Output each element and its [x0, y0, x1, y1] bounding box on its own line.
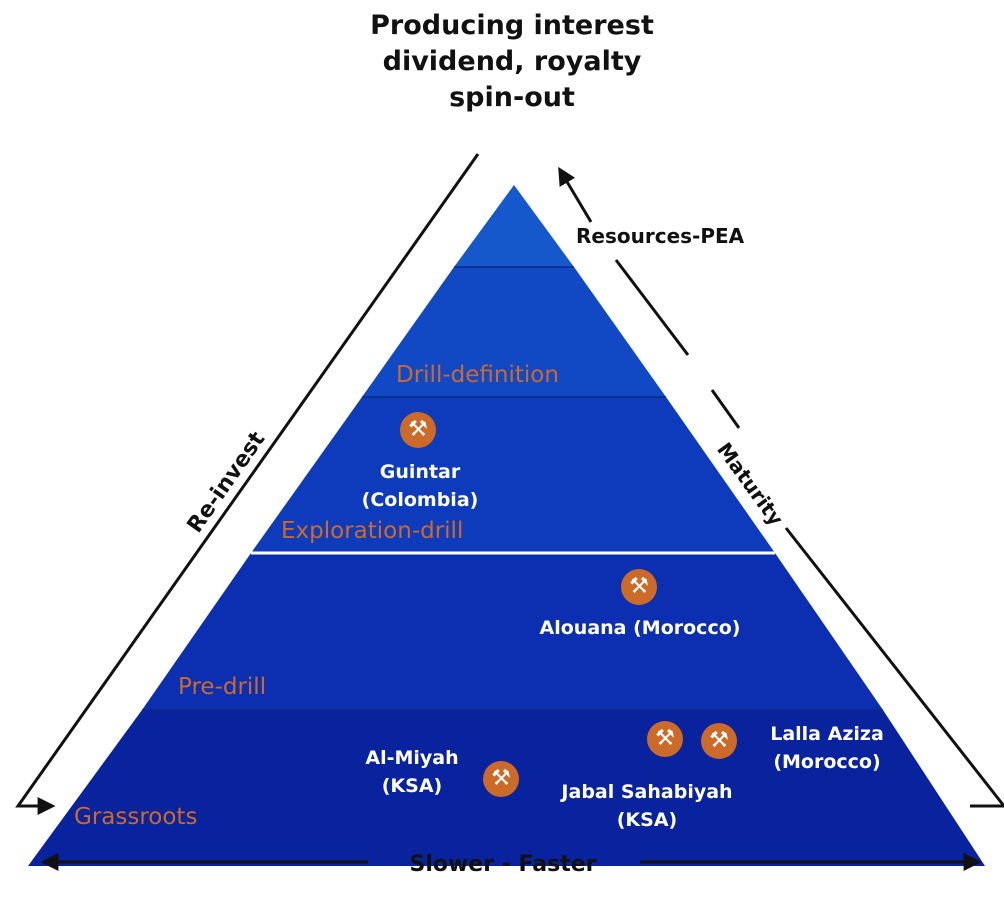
project-name: Guintar — [379, 461, 461, 483]
project-country: (Morocco) — [773, 751, 881, 773]
maturity-line-segment — [710, 389, 741, 429]
stage-label-drill-definition: Drill-definition — [396, 362, 559, 388]
slower-faster-label: Slower - Faster — [409, 852, 597, 877]
project-jabal-sahabiyah: Jabal Sahabiyah (KSA) — [532, 778, 762, 834]
title-line-3: spin-out — [449, 82, 575, 113]
mining-pick-hammer-icon: ⚒ — [400, 412, 436, 448]
project-name: Jabal Sahabiyah — [561, 781, 733, 803]
project-name: Lalla Aziza — [770, 723, 884, 745]
reinvest-arrow — [15, 153, 480, 815]
tier-drill-definition — [251, 397, 775, 553]
tier-exploration — [142, 553, 883, 710]
project-alouana: Alouana (Morocco) — [520, 614, 760, 642]
title-line-2: dividend, royalty — [382, 46, 642, 77]
project-country: (Colombia) — [361, 489, 479, 511]
maturity-line-lower — [784, 527, 1004, 808]
maturity-line-segment — [614, 259, 690, 356]
mining-pick-hammer-icon: ⚒ — [621, 569, 657, 605]
project-country: (KSA) — [616, 809, 678, 831]
stage-label-grassroots: Grassroots — [74, 804, 198, 830]
project-lalla-aziza: Lalla Aziza (Morocco) — [752, 720, 902, 776]
mining-pick-hammer-icon: ⚒ — [483, 761, 519, 797]
project-guintar: Guintar (Colombia) — [340, 458, 500, 514]
maturity-arrow-top — [558, 166, 593, 223]
project-name: Alouana (Morocco) — [539, 617, 741, 639]
project-al-miyah: Al-Miyah (KSA) — [342, 744, 482, 800]
title-line-1: Producing interest — [370, 10, 654, 41]
stage-label-pre-drill: Pre-drill — [178, 674, 267, 700]
mining-pick-hammer-icon: ⚒ — [701, 723, 737, 759]
mining-pick-hammer-icon: ⚒ — [647, 721, 683, 757]
resources-pea-label: Resources-PEA — [576, 224, 745, 248]
project-country: (KSA) — [381, 775, 443, 797]
tier-resources — [362, 267, 666, 397]
stage-label-exploration-drill: Exploration-drill — [281, 518, 464, 544]
tier-apex — [454, 185, 574, 267]
project-name: Al-Miyah — [365, 747, 459, 769]
